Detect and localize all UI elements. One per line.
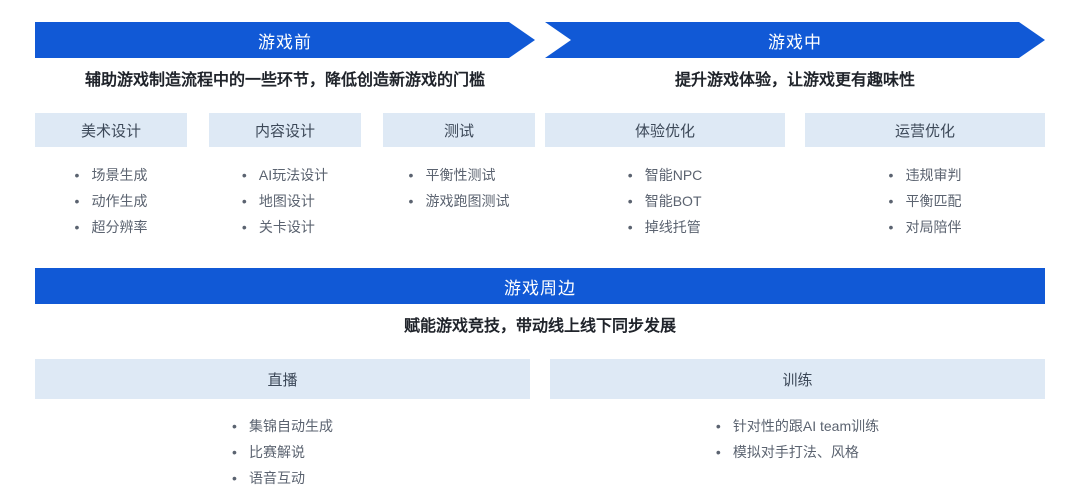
bullet-list: 场景生成 动作生成 超分辨率 <box>75 162 148 240</box>
subtitle-pre-game: 辅助游戏制造流程中的一些环节，降低创造新游戏的门槛 <box>84 72 485 89</box>
bullet-list-wrap: 平衡性测试 游戏跑图测试 <box>383 162 535 214</box>
bullet-item: 语音互动 <box>232 465 333 491</box>
pre-game-columns: 美术设计 场景生成 动作生成 超分辨率 内容设计 AI玩法设计 <box>35 113 535 240</box>
column-header-art-design: 美术设计 <box>35 113 187 147</box>
section-in-game: 游戏中 提升游戏体验，让游戏更有趣味性 体验优化 智能NPC 智能BOT 掉线托… <box>545 22 1045 240</box>
bullet-item: 平衡性测试 <box>409 162 510 188</box>
section-peripheral: 游戏周边 赋能游戏竞技，带动线上线下同步发展 直播 集锦自动生成 比赛解说 语音… <box>35 268 1045 491</box>
bullet-list: 平衡性测试 游戏跑图测试 <box>409 162 510 214</box>
bullet-item: 违规审判 <box>889 162 962 188</box>
bullet-item: 智能NPC <box>628 162 703 188</box>
column-testing: 测试 平衡性测试 游戏跑图测试 <box>383 113 535 240</box>
banner-peripheral: 游戏周边 <box>35 268 1045 304</box>
column-header-content-design: 内容设计 <box>209 113 361 147</box>
bullet-item: 动作生成 <box>75 188 148 214</box>
top-phases-row: 游戏前 辅助游戏制造流程中的一些环节，降低创造新游戏的门槛 美术设计 场景生成 … <box>35 22 1045 240</box>
bullet-item: 平衡匹配 <box>889 188 962 214</box>
bullet-item: 掉线托管 <box>628 214 703 240</box>
bullet-item: AI玩法设计 <box>242 162 328 188</box>
bullet-item: 针对性的跟AI team训练 <box>716 413 879 439</box>
bullet-list: 违规审判 平衡匹配 对局陪伴 <box>889 162 962 240</box>
bullet-list: 针对性的跟AI team训练 模拟对手打法、风格 <box>716 413 879 465</box>
bullet-item: 超分辨率 <box>75 214 148 240</box>
bullet-item: 地图设计 <box>242 188 328 214</box>
column-experience-optimization: 体验优化 智能NPC 智能BOT 掉线托管 <box>545 113 785 240</box>
bullet-list-wrap: 智能NPC 智能BOT 掉线托管 <box>545 162 785 240</box>
banner-in-game-label: 游戏中 <box>768 32 822 52</box>
bullet-list: AI玩法设计 地图设计 关卡设计 <box>242 162 328 240</box>
bullet-item: 对局陪伴 <box>889 214 962 240</box>
banner-peripheral-label: 游戏周边 <box>504 278 576 298</box>
bullet-item: 游戏跑图测试 <box>409 188 510 214</box>
bullet-item: 场景生成 <box>75 162 148 188</box>
column-art-design: 美术设计 场景生成 动作生成 超分辨率 <box>35 113 187 240</box>
banner-pre-game: 游戏前 <box>35 22 535 58</box>
banner-pre-game-label: 游戏前 <box>258 32 312 52</box>
bullet-list: 智能NPC 智能BOT 掉线托管 <box>628 162 703 240</box>
bullet-item: 集锦自动生成 <box>232 413 333 439</box>
bullet-list-wrap: 场景生成 动作生成 超分辨率 <box>35 162 187 240</box>
bullet-item: 智能BOT <box>628 188 703 214</box>
banner-in-game: 游戏中 <box>545 22 1045 58</box>
column-operations-optimization: 运营优化 违规审判 平衡匹配 对局陪伴 <box>805 113 1045 240</box>
bullet-list-wrap: 针对性的跟AI team训练 模拟对手打法、风格 <box>550 413 1045 465</box>
bullet-list-wrap: AI玩法设计 地图设计 关卡设计 <box>209 162 361 240</box>
bullet-item: 比赛解说 <box>232 439 333 465</box>
column-livestream: 直播 集锦自动生成 比赛解说 语音互动 <box>35 359 530 491</box>
bullet-list-wrap: 集锦自动生成 比赛解说 语音互动 <box>35 413 530 491</box>
column-header-operations-optimization: 运营优化 <box>805 113 1045 147</box>
subtitle-in-game: 提升游戏体验，让游戏更有趣味性 <box>674 72 915 89</box>
column-header-livestream: 直播 <box>35 359 530 399</box>
column-training: 训练 针对性的跟AI team训练 模拟对手打法、风格 <box>550 359 1045 491</box>
subtitle-peripheral: 赋能游戏竞技，带动线上线下同步发展 <box>403 318 676 335</box>
peripheral-columns: 直播 集锦自动生成 比赛解说 语音互动 训练 针对性的跟AI team训练 模拟… <box>35 359 1045 491</box>
section-pre-game: 游戏前 辅助游戏制造流程中的一些环节，降低创造新游戏的门槛 美术设计 场景生成 … <box>35 22 535 240</box>
column-content-design: 内容设计 AI玩法设计 地图设计 关卡设计 <box>209 113 361 240</box>
column-header-training: 训练 <box>550 359 1045 399</box>
column-header-experience-optimization: 体验优化 <box>545 113 785 147</box>
bullet-item: 模拟对手打法、风格 <box>716 439 879 465</box>
bullet-list: 集锦自动生成 比赛解说 语音互动 <box>232 413 333 491</box>
column-header-testing: 测试 <box>383 113 535 147</box>
in-game-columns: 体验优化 智能NPC 智能BOT 掉线托管 运营优化 违规审判 <box>545 113 1045 240</box>
bullet-item: 关卡设计 <box>242 214 328 240</box>
bullet-list-wrap: 违规审判 平衡匹配 对局陪伴 <box>805 162 1045 240</box>
